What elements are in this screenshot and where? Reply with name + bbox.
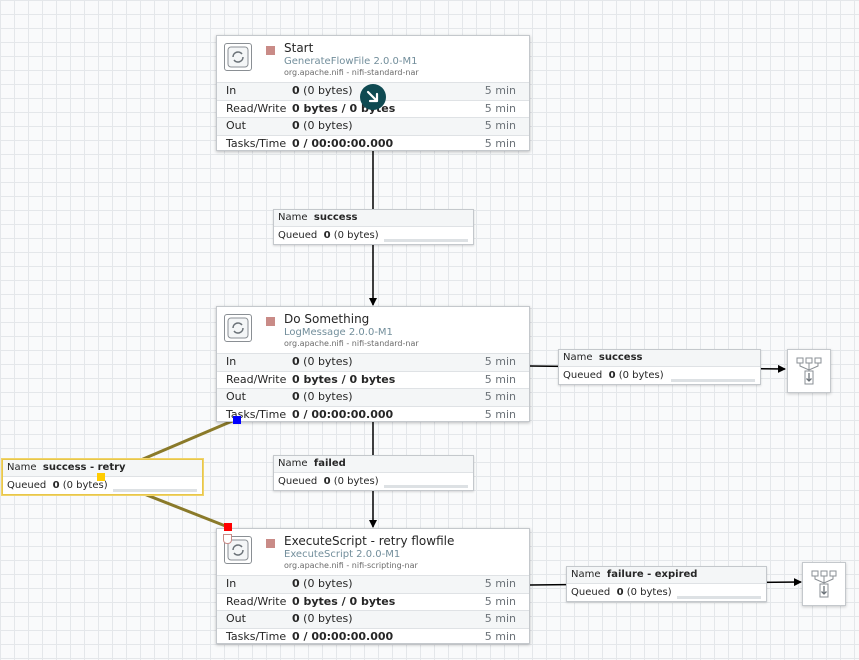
funnel-success[interactable]	[787, 349, 831, 393]
processor-type: GenerateFlowFile 2.0.0-M1	[284, 56, 418, 67]
processor-type: ExecuteScript 2.0.0-M1	[284, 549, 401, 560]
drag-cursor-icon	[360, 84, 386, 110]
processor-start[interactable]: Start GenerateFlowFile 2.0.0-M1 org.apac…	[216, 35, 530, 151]
connection-label-success-1[interactable]: Name success Queued 0 (0 bytes)	[273, 209, 474, 245]
processor-icon	[224, 314, 252, 342]
processor-name: ExecuteScript - retry flowfile	[284, 534, 455, 548]
processor-do-something[interactable]: Do Something LogMessage 2.0.0-M1 org.apa…	[216, 306, 530, 422]
stopped-icon	[266, 539, 275, 548]
queue-bar	[384, 239, 468, 242]
connection-name: success	[313, 212, 358, 223]
queue-bar	[671, 379, 755, 382]
connection-label-failed[interactable]: Name failed Queued 0 (0 bytes)	[273, 455, 474, 491]
processor-bundle: org.apache.nifi - nifi-standard-nar	[284, 68, 419, 77]
stopped-icon	[266, 317, 275, 326]
processor-bundle: org.apache.nifi - nifi-standard-nar	[284, 339, 419, 348]
bend-point-handle[interactable]	[97, 473, 105, 481]
source-endpoint-handle[interactable]	[224, 523, 232, 531]
shield-icon	[223, 534, 232, 544]
connection-label-success-2[interactable]: Name success Queued 0 (0 bytes)	[558, 349, 761, 385]
processor-icon	[224, 43, 252, 71]
processor-name: Start	[284, 41, 314, 55]
processor-bundle: org.apache.nifi - nifi-scripting-nar	[284, 561, 418, 570]
queue-bar	[113, 489, 197, 492]
processor-type: LogMessage 2.0.0-M1	[284, 327, 393, 338]
funnel-expired[interactable]	[802, 562, 846, 606]
processor-name: Do Something	[284, 312, 370, 326]
connection-name: failure - expired	[606, 569, 698, 580]
connection-name: failed	[313, 458, 346, 469]
target-endpoint-handle[interactable]	[233, 416, 241, 424]
queue-bar	[384, 485, 468, 488]
queue-bar	[677, 596, 761, 599]
connection-label-failure-expired[interactable]: Name failure - expired Queued 0 (0 bytes…	[566, 566, 767, 602]
stopped-icon	[266, 46, 275, 55]
funnel-icon	[811, 570, 837, 598]
funnel-icon	[796, 357, 822, 385]
connection-name: success - retry	[42, 462, 126, 473]
processor-executescript[interactable]: ExecuteScript - retry flowfile ExecuteSc…	[216, 528, 530, 644]
connection-name: success	[598, 352, 643, 363]
